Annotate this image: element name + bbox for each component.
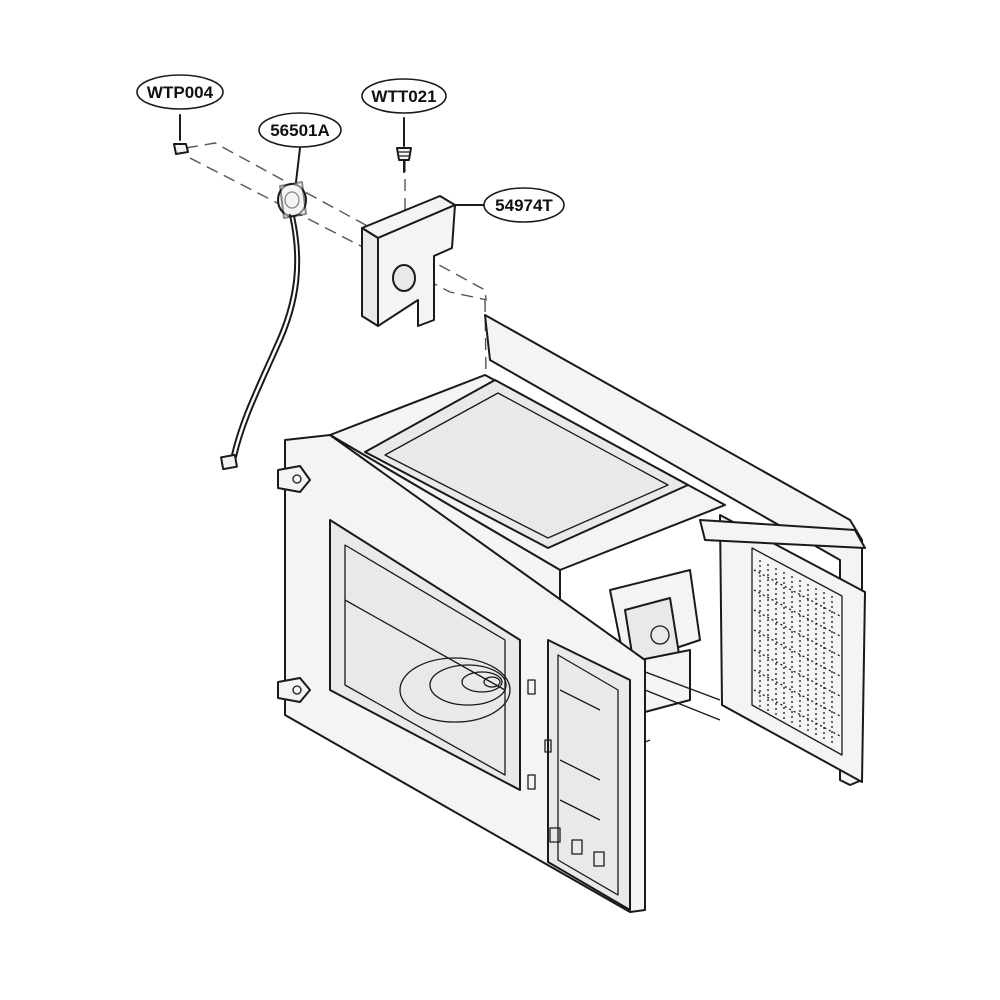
ventilation-grille	[751, 547, 843, 756]
door-hinge-top	[277, 465, 311, 493]
callout-wtp004-label: WTP004	[147, 83, 214, 102]
magnetron-mount	[609, 569, 701, 713]
alignment-lines	[185, 142, 488, 376]
screw-wtt021-part[interactable]	[396, 117, 412, 173]
callout-54974t[interactable]: 54974T	[454, 187, 565, 223]
callout-56501a[interactable]: 56501A	[258, 112, 342, 149]
thermistor-56501a-part[interactable]	[220, 147, 307, 471]
callout-wtt021[interactable]: WTT021	[361, 78, 447, 114]
door-hinge-bottom	[277, 677, 311, 703]
callout-54974t-label: 54974T	[495, 196, 553, 215]
screw-wtp004-part[interactable]	[173, 114, 189, 155]
microwave-chassis	[277, 314, 866, 913]
turntable	[399, 657, 511, 723]
callout-wtt021-label: WTT021	[371, 87, 436, 106]
callout-56501a-label: 56501A	[270, 121, 330, 140]
callout-wtp004[interactable]: WTP004	[136, 74, 224, 110]
bracket-54974t-part[interactable]	[361, 195, 456, 327]
